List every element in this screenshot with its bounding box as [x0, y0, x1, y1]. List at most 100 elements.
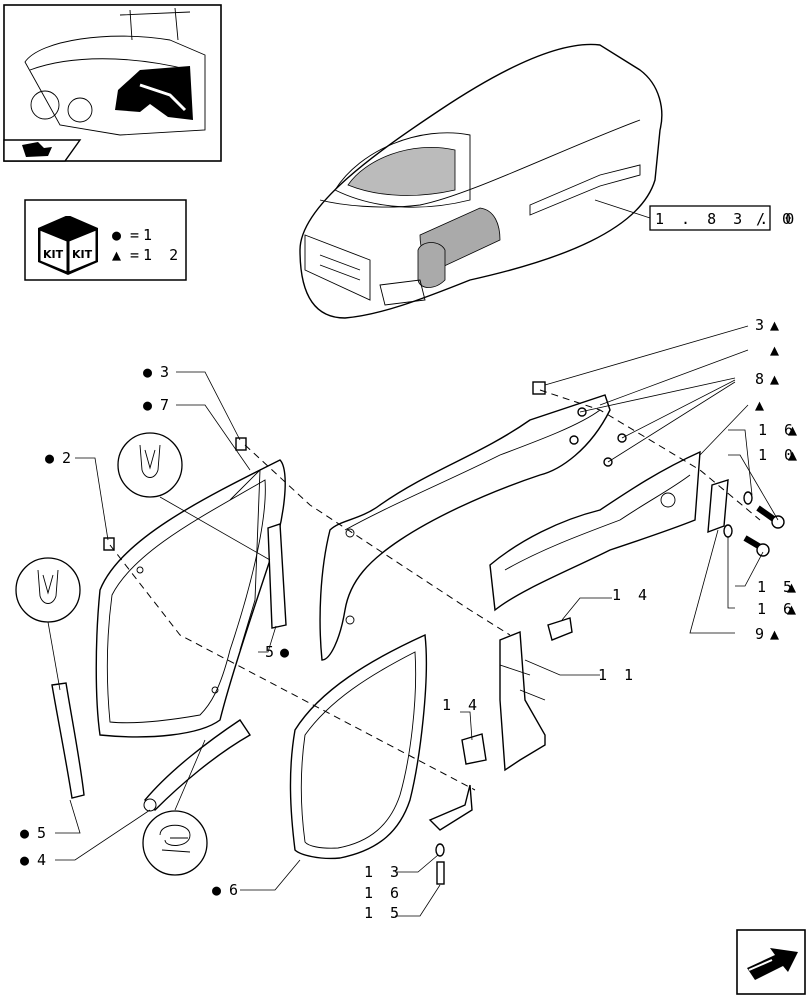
page-arrow-icon	[22, 142, 52, 157]
bracket-11	[499, 630, 546, 772]
triangle-symbol: ▲	[770, 370, 779, 388]
svg-text:1 6: 1 6	[757, 600, 796, 618]
triangle-symbol: ▲	[788, 421, 797, 439]
svg-text:2: 2	[62, 449, 75, 467]
left-window-frame	[95, 459, 286, 738]
callout-3-left[interactable]: ● 3	[143, 363, 173, 381]
callout-16-upper[interactable]: 1 6 ▲	[758, 421, 797, 439]
hinge-9	[707, 479, 729, 534]
bolt-10	[756, 505, 785, 529]
callout-4[interactable]: ● 4	[20, 851, 50, 869]
triangle-symbol: ▲	[787, 578, 796, 596]
callout-6[interactable]: ● 6	[212, 881, 242, 899]
callout-blank-triangle-1[interactable]: ▲	[770, 341, 779, 359]
svg-text:3: 3	[755, 316, 768, 334]
fastener-8-group	[569, 407, 627, 467]
seal-strip-5-right	[267, 523, 287, 629]
kit-text-left: KIT	[43, 248, 64, 261]
bracket-14-lower	[461, 733, 487, 765]
leader-lines	[47, 325, 779, 917]
cab-overview	[299, 43, 663, 319]
fastener-2	[103, 537, 115, 551]
fastener-16-upper	[743, 491, 753, 505]
circle-symbol: ●	[212, 881, 221, 899]
circle-symbol: ●	[20, 851, 29, 869]
callout-14-lower[interactable]: 1 4	[442, 696, 481, 714]
seal-profile-detail-bottom	[142, 810, 208, 876]
kit-legend: KIT KIT ● =1 ▲ =1 2	[24, 199, 187, 281]
thumbnail-frame[interactable]	[3, 4, 222, 162]
next-page-button[interactable]	[736, 929, 806, 995]
circle-symbol: ●	[45, 449, 54, 467]
right-lower-panel	[489, 450, 701, 612]
callout-14-upper[interactable]: 1 4	[612, 586, 651, 604]
callout-8[interactable]: 8 ▲	[755, 370, 779, 388]
seal-profile-detail-top	[117, 432, 183, 498]
seal-strip-4	[143, 719, 251, 812]
triangle-symbol: ▲	[770, 341, 779, 359]
callout-5-left[interactable]: ● 5	[20, 824, 50, 842]
svg-text:1 4: 1 4	[612, 586, 651, 604]
reference-suffix: / 0	[756, 210, 795, 228]
callout-11[interactable]: 1 1	[598, 666, 637, 684]
svg-text:1 3: 1 3	[364, 863, 403, 881]
triangle-symbol: ▲	[770, 316, 779, 334]
callout-9[interactable]: 9 ▲	[755, 625, 779, 643]
triangle-symbol: ▲	[770, 625, 779, 643]
callout-10[interactable]: 1 0 ▲	[758, 446, 797, 464]
svg-text:1 5: 1 5	[364, 904, 403, 922]
svg-text:1 6: 1 6	[758, 421, 797, 439]
legend-triangle-symbol: ▲	[112, 246, 121, 264]
triangle-symbol: ▲	[755, 396, 764, 414]
callout-3-right[interactable]: 3 ▲	[755, 316, 779, 334]
fastener-3-left	[235, 437, 247, 451]
reference-code-box[interactable]: 1 . 8 3 . 0 / 0	[649, 205, 798, 231]
callout-blank-triangle-2[interactable]: ▲	[755, 396, 764, 414]
fastener-13-16-15-bottom	[435, 843, 445, 885]
circle-symbol: ●	[143, 396, 152, 414]
assembly-lines	[109, 389, 761, 791]
callout-13[interactable]: 1 3	[364, 863, 403, 881]
callout-15-right[interactable]: 1 5 ▲	[757, 578, 796, 596]
svg-text:7: 7	[160, 396, 173, 414]
next-page-arrow-icon	[747, 948, 798, 980]
legend-circle-value: =1	[130, 226, 156, 244]
lower-door-panel	[289, 633, 427, 860]
fastener-15-right	[743, 535, 770, 557]
triangle-symbol: ▲	[787, 600, 796, 618]
callout-15-bottom[interactable]: 1 5	[364, 904, 403, 922]
legend-circle-symbol: ●	[112, 226, 121, 244]
svg-text:5: 5	[265, 643, 278, 661]
kit-box-icon: KIT KIT	[38, 214, 98, 275]
svg-text:4: 4	[37, 851, 50, 869]
bracket-13	[428, 784, 473, 831]
fastener-16-right	[723, 524, 733, 538]
circle-symbol: ●	[20, 824, 29, 842]
fastener-3-right	[532, 381, 546, 395]
svg-text:3: 3	[160, 363, 173, 381]
callout-16-bottom[interactable]: 1 6	[364, 884, 403, 902]
svg-text:1 4: 1 4	[442, 696, 481, 714]
circle-symbol: ●	[280, 643, 289, 661]
svg-text:5: 5	[37, 824, 50, 842]
svg-text:1 1: 1 1	[598, 666, 637, 684]
circle-symbol: ●	[143, 363, 152, 381]
svg-text:8: 8	[755, 370, 768, 388]
bracket-14-upper	[547, 617, 573, 641]
callout-5-right[interactable]: 5 ●	[265, 643, 289, 661]
tractor-detail-icon	[24, 7, 206, 136]
legend-triangle-value: =1 2	[130, 246, 182, 264]
svg-text:1 5: 1 5	[757, 578, 796, 596]
svg-text:6: 6	[229, 881, 242, 899]
kit-text-right: KIT	[72, 248, 93, 261]
triangle-symbol: ▲	[788, 446, 797, 464]
svg-text:1 0: 1 0	[758, 446, 797, 464]
callout-2[interactable]: ● 2	[45, 449, 75, 467]
svg-text:9: 9	[755, 625, 768, 643]
svg-text:1 6: 1 6	[364, 884, 403, 902]
callout-7[interactable]: ● 7	[143, 396, 173, 414]
reference-code: 1 . 8 3 . 0	[655, 210, 798, 228]
callout-16-right[interactable]: 1 6 ▲	[757, 600, 796, 618]
